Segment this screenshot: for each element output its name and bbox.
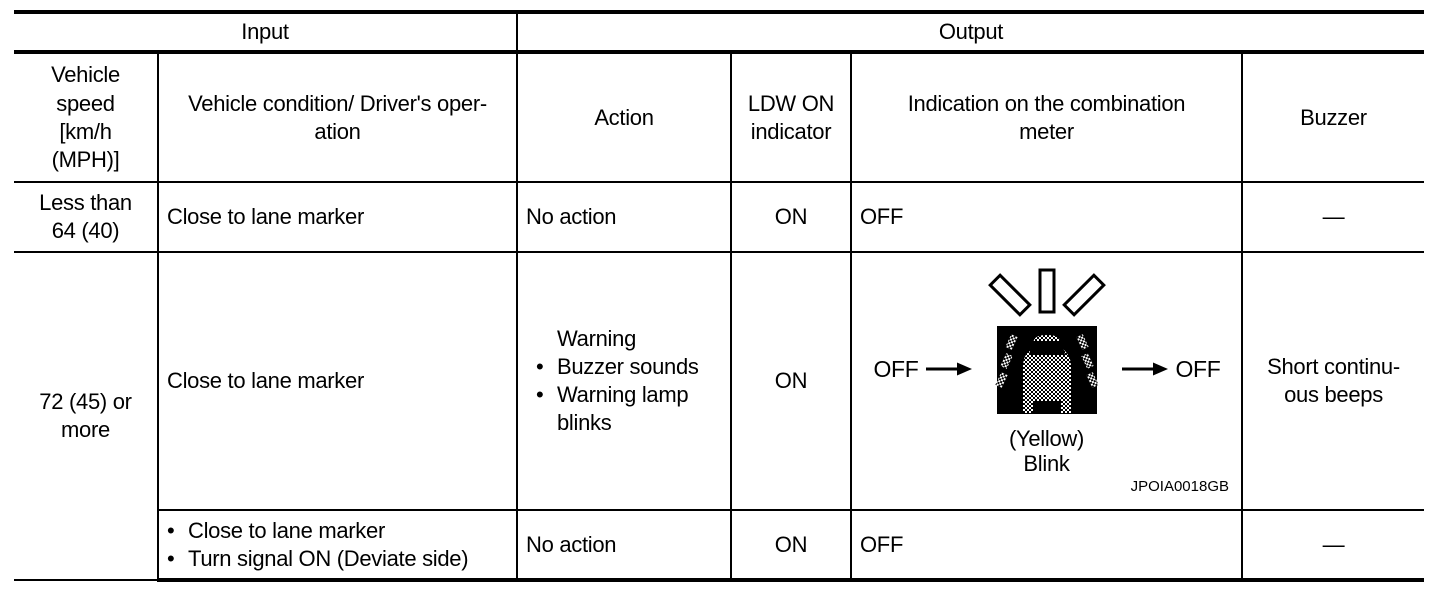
meter-off-left-label: OFF bbox=[873, 356, 918, 382]
action-bullet-list: • Buzzer sounds • Warning lamp blinks bbox=[536, 353, 722, 437]
condition-bullet-list: • Close to lane marker • Turn signal ON … bbox=[167, 517, 508, 573]
row3-buzzer: — bbox=[1241, 509, 1424, 583]
lamp-caption: (Yellow) Blink bbox=[1008, 425, 1085, 477]
bullet-marker: • bbox=[536, 382, 544, 408]
col-header-action: Action bbox=[516, 51, 732, 184]
row2-buzzer: Short continu- ous beeps bbox=[1241, 251, 1424, 512]
table-row: 72 (45) or more Close to lane marker War… bbox=[14, 251, 1424, 582]
row2-ldw: ON bbox=[730, 251, 852, 512]
column-header-row: Vehicle speed [km/h (MPH)] Vehicle condi… bbox=[14, 51, 1424, 184]
table-row: • Close to lane marker • Turn signal ON … bbox=[14, 509, 1424, 583]
right-arrow-icon bbox=[1121, 362, 1168, 376]
row1-action: No action bbox=[516, 181, 732, 254]
list-item: • Turn signal ON (Deviate side) bbox=[167, 545, 508, 573]
col-header-ldw-indicator: LDW ON indicator bbox=[730, 51, 852, 184]
group-header-row: Input Output bbox=[14, 9, 1424, 55]
bullet-marker: • bbox=[167, 545, 175, 571]
row2-action: Warning • Buzzer sounds • Warning lamp b… bbox=[516, 251, 732, 512]
row3-meter: OFF bbox=[850, 509, 1243, 583]
row1-buzzer: — bbox=[1241, 181, 1424, 254]
right-arrow-icon bbox=[925, 362, 972, 376]
col-header-condition: Vehicle condition/ Driver's oper- ation bbox=[157, 51, 518, 184]
row2-meter-figure-cell: OFF bbox=[850, 251, 1243, 512]
row1-meter: OFF bbox=[850, 181, 1243, 254]
lamp-blink-rays-icon bbox=[987, 268, 1106, 317]
lane-departure-warning-lamp-icon bbox=[994, 325, 1099, 414]
row3-ldw: ON bbox=[730, 509, 852, 583]
action-warning-title: Warning bbox=[557, 325, 637, 351]
row2-speed: 72 (45) or more bbox=[14, 251, 159, 582]
col-header-meter-indication: Indication on the combination meter bbox=[850, 51, 1243, 184]
figure-code: JPOIA0018GB bbox=[1130, 478, 1229, 496]
list-item: • Close to lane marker bbox=[167, 517, 508, 545]
list-item: • Buzzer sounds bbox=[536, 353, 722, 381]
col-header-vehicle-speed: Vehicle speed [km/h (MPH)] bbox=[14, 51, 159, 184]
bullet-marker: • bbox=[167, 517, 175, 543]
row1-ldw: ON bbox=[730, 181, 852, 254]
row3-action: No action bbox=[516, 509, 732, 583]
row1-condition: Close to lane marker bbox=[157, 181, 518, 254]
ldw-operation-table: Input Output Vehicle speed [km/h (MPH)] … bbox=[14, 9, 1424, 583]
row1-speed: Less than 64 (40) bbox=[14, 181, 159, 254]
list-item: • Warning lamp blinks bbox=[536, 382, 689, 436]
meter-figure: OFF bbox=[860, 266, 1233, 497]
row3-condition: • Close to lane marker • Turn signal ON … bbox=[157, 509, 518, 583]
ldw-lamp-blink-figure: OFF bbox=[873, 268, 1221, 414]
table-row: Less than 64 (40) Close to lane marker N… bbox=[14, 181, 1424, 254]
row2-condition: Close to lane marker bbox=[157, 251, 518, 512]
col-header-buzzer: Buzzer bbox=[1241, 51, 1424, 184]
bullet-marker: • bbox=[536, 354, 544, 379]
meter-off-right-label: OFF bbox=[1175, 356, 1220, 382]
group-header-input: Input bbox=[14, 9, 518, 55]
group-header-output: Output bbox=[516, 9, 1424, 55]
